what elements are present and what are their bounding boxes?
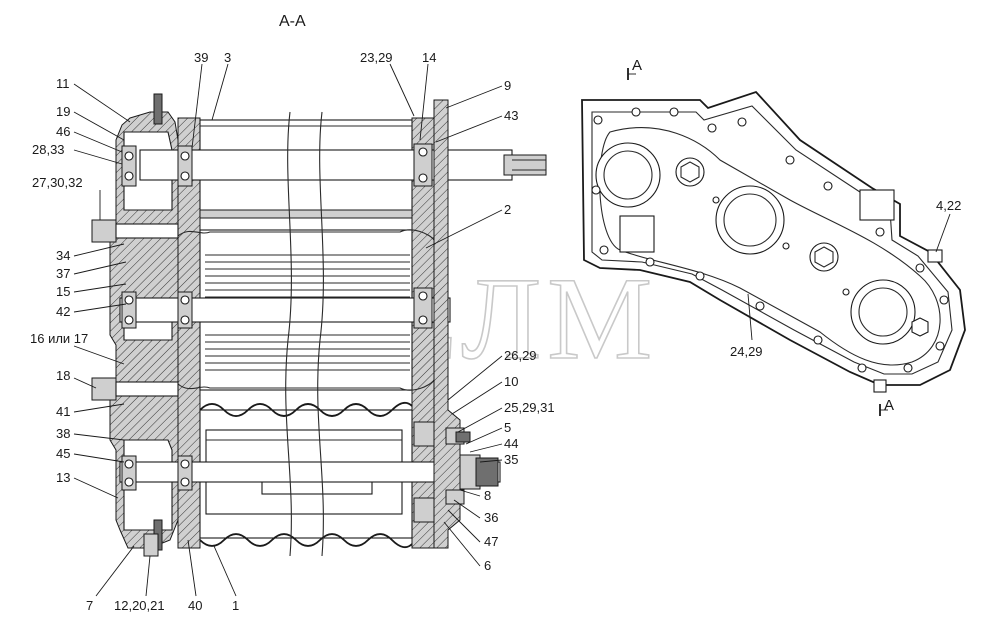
gear-boss-upper bbox=[595, 142, 661, 208]
callout-25-29-31: 25,29,31 bbox=[504, 400, 555, 415]
callouts-top: 39 3 23,29 14 9 43 2 bbox=[194, 50, 518, 217]
callout-16-or-17: 16 или 17 bbox=[30, 331, 88, 346]
drain-bolt bbox=[911, 317, 929, 337]
callout-43: 43 bbox=[504, 108, 518, 123]
lower-roller-wave-bottom bbox=[199, 533, 413, 549]
callout-38: 38 bbox=[56, 426, 70, 441]
callout-37: 37 bbox=[56, 266, 70, 281]
callout-40: 40 bbox=[188, 598, 202, 613]
right-bearings bbox=[413, 143, 437, 523]
callout-5: 5 bbox=[504, 420, 511, 435]
callout-15: 15 bbox=[56, 284, 70, 299]
callout-12-20-21: 12,20,21 bbox=[114, 598, 165, 613]
callout-47: 47 bbox=[484, 534, 498, 549]
upper-shaft bbox=[139, 149, 513, 181]
callout-9: 9 bbox=[504, 78, 511, 93]
callouts-side-view: 4,22 24,29 bbox=[730, 198, 961, 359]
callout-6: 6 bbox=[484, 558, 491, 573]
top-flange-left bbox=[153, 93, 163, 125]
callout-44: 44 bbox=[504, 436, 518, 451]
leader-lines bbox=[73, 63, 951, 597]
section-title: А-А bbox=[279, 13, 306, 30]
callouts-right: 26,29 10 25,29,31 5 44 35 8 36 47 6 bbox=[484, 348, 555, 573]
callout-46: 46 bbox=[56, 124, 70, 139]
break-line-2 bbox=[317, 111, 324, 557]
callout-27-30-32: 27,30,32 bbox=[32, 175, 83, 190]
idler-nut-upper bbox=[675, 157, 705, 187]
callout-7: 7 bbox=[86, 598, 93, 613]
callout-4-22: 4,22 bbox=[936, 198, 961, 213]
idler-bolt-upper bbox=[91, 219, 117, 243]
lower-roller-wave-top bbox=[199, 401, 413, 417]
idler-nut-lower bbox=[809, 242, 839, 272]
callout-19: 19 bbox=[56, 104, 70, 119]
callout-1: 1 bbox=[232, 598, 239, 613]
section-mark-top: А bbox=[627, 57, 642, 80]
section-mark-top-label: А bbox=[632, 57, 642, 74]
callout-34: 34 bbox=[56, 248, 70, 263]
middle-shaft bbox=[119, 297, 451, 323]
callout-18: 18 bbox=[56, 368, 70, 383]
side-bracket bbox=[859, 189, 895, 221]
side-view bbox=[581, 90, 966, 393]
gear-boss-middle bbox=[715, 185, 785, 255]
left-bearings bbox=[121, 145, 193, 491]
bottom-bolt bbox=[143, 533, 159, 557]
section-mark-bottom-label: А bbox=[884, 397, 894, 414]
section-view bbox=[91, 93, 547, 557]
section-mark-bottom: А bbox=[879, 397, 894, 416]
callout-28-33: 28,33 bbox=[32, 142, 65, 157]
callout-2: 2 bbox=[504, 202, 511, 217]
callout-14: 14 bbox=[422, 50, 436, 65]
callout-45: 45 bbox=[56, 446, 70, 461]
lower-shaft bbox=[119, 461, 501, 483]
callout-23-29: 23,29 bbox=[360, 50, 393, 65]
callouts-bottom: 7 12,20,21 40 1 bbox=[86, 598, 239, 613]
callout-3: 3 bbox=[224, 50, 231, 65]
perimeter-bolt-holes bbox=[591, 107, 949, 373]
break-line-1 bbox=[285, 111, 292, 557]
callout-11: 11 bbox=[56, 76, 70, 91]
middle-roller-grooves bbox=[205, 254, 410, 371]
housing-outline bbox=[581, 90, 966, 386]
callout-26-29: 26,29 bbox=[504, 348, 537, 363]
callout-39: 39 bbox=[194, 50, 208, 65]
callouts-left: 11 19 46 28,33 27,30,32 34 37 15 42 16 и… bbox=[30, 76, 88, 485]
callout-42: 42 bbox=[56, 304, 70, 319]
callout-10: 10 bbox=[504, 374, 518, 389]
callout-35: 35 bbox=[504, 452, 518, 467]
callout-24-29: 24,29 bbox=[730, 344, 763, 359]
idler-bolt-lower bbox=[91, 377, 117, 401]
gear-boss-lower bbox=[850, 279, 916, 345]
callout-13: 13 bbox=[56, 470, 70, 485]
callout-41: 41 bbox=[56, 404, 70, 419]
callout-8: 8 bbox=[484, 488, 491, 503]
callout-36: 36 bbox=[484, 510, 498, 525]
